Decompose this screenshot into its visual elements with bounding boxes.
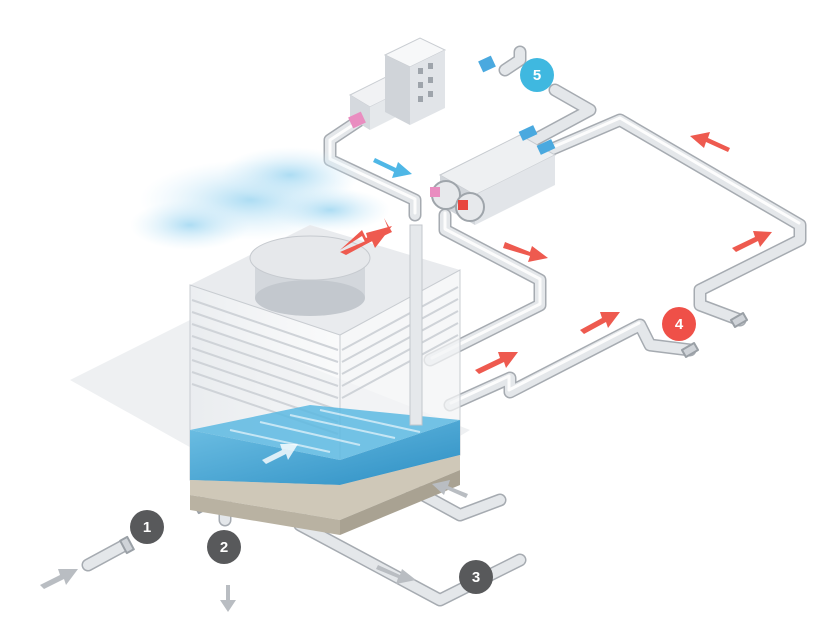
flow-arrow-icon [580,312,620,334]
riser-pipe [409,224,423,426]
badge-label: 4 [675,316,684,333]
tower-base [190,455,460,520]
step-badge-2: 2 [207,530,241,564]
number-badges: 1 2 3 4 5 [130,58,696,594]
badge-label: 2 [220,539,228,556]
flow-arrow-icon [475,352,518,374]
steam-cloud-icon [130,147,390,250]
flow-arrow-icon [340,226,392,255]
heat-exchanger-icon [430,125,557,225]
step-badge-3: 3 [459,560,493,594]
badge-circle [207,530,241,564]
flow-arrow-icon [373,158,412,178]
badge-circle [459,560,493,594]
fan-icon [249,235,371,316]
flow-arrow-icon [503,242,548,262]
flow-arrow-icon [732,231,772,252]
badge-label: 1 [143,519,151,536]
flow-arrow-icon [40,569,78,589]
water-basin [190,420,460,485]
water-surface [190,405,460,460]
badge-label: 3 [472,569,480,586]
flow-arrow-icon [262,444,298,464]
flow-arrow-icon [690,132,730,152]
flow-arrows [40,132,772,612]
cooling-tower [189,224,461,535]
badge-label: 5 [533,67,541,84]
badge-circle [662,307,696,341]
badge-circle [520,58,554,92]
step-badge-1: 1 [130,510,164,544]
tower-louvers [191,286,459,435]
flow-arrow-icon [220,585,236,612]
badge-circle [130,510,164,544]
flow-arrow-icon [432,480,468,498]
flow-arrow-icon [376,565,416,584]
step-badge-5: 5 [520,58,554,92]
step-badge-4: 4 [662,307,696,341]
building-icon [348,37,496,130]
